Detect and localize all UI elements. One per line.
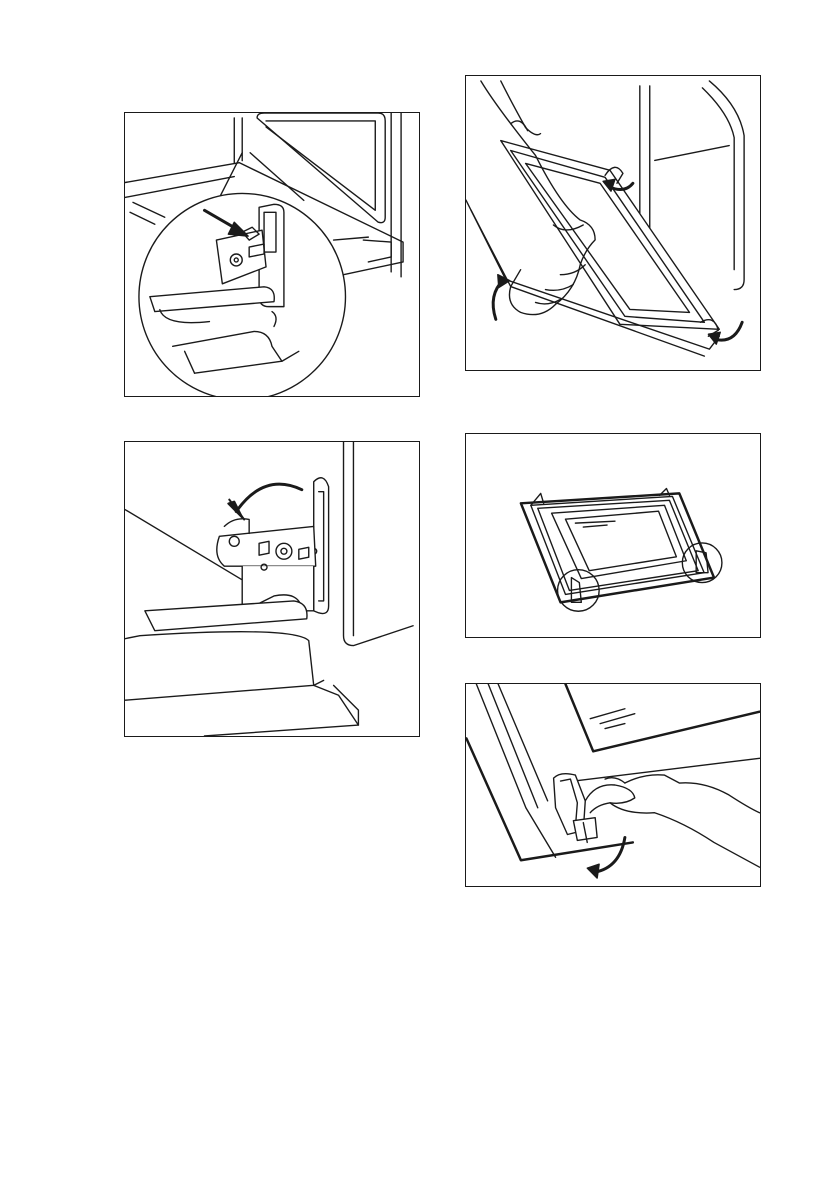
figure-hinge-rotate — [124, 441, 420, 737]
door-clip-release-illustration — [466, 684, 760, 886]
figure-door-lift — [465, 75, 761, 371]
figure-clip-release — [465, 683, 761, 887]
door-hinge-lever-closeup-illustration — [125, 113, 419, 396]
figure-door-panel — [465, 433, 761, 638]
figure-hinge-closeup — [124, 112, 420, 397]
door-lift-off-illustration — [466, 76, 760, 370]
door-panel-clips-illustration — [466, 434, 760, 637]
hinge-lever-rotate-illustration — [125, 442, 419, 736]
